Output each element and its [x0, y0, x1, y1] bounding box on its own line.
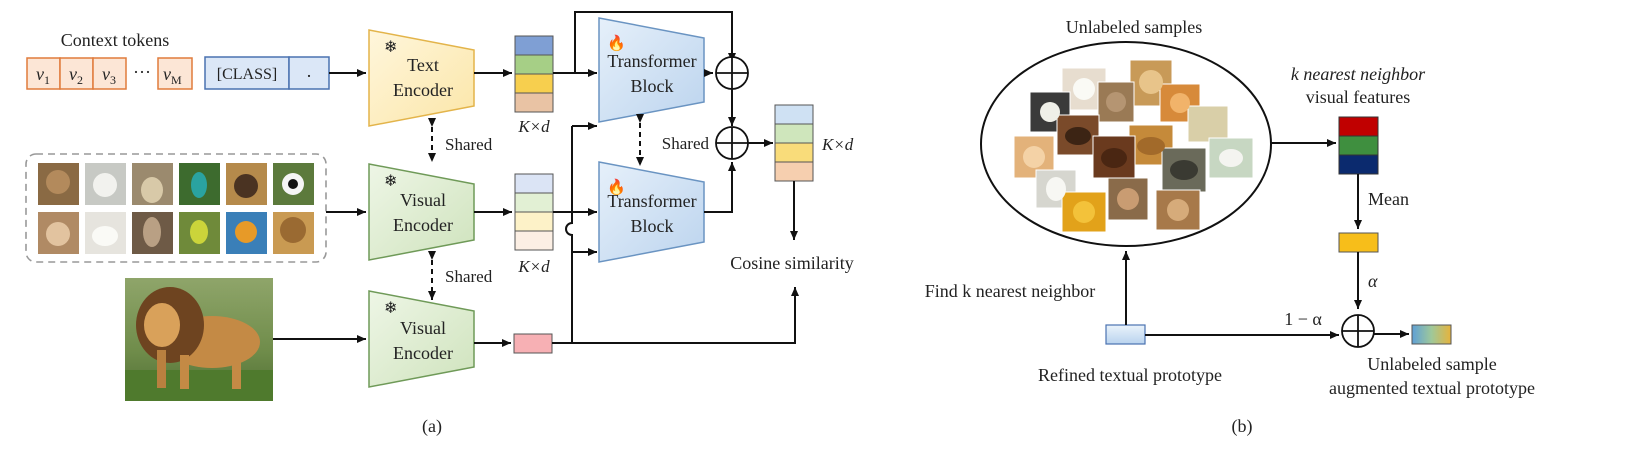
knn-features-label-1: k nearest neighbor	[1291, 64, 1426, 84]
transformer-top-label-2: Block	[631, 76, 674, 96]
query-feature-box	[513, 333, 553, 354]
caption-a: (a)	[422, 416, 442, 437]
panel-a: Context tokens v1 v2 v3 ··· vM [CLASS] .…	[25, 11, 854, 437]
snowflake-icon: ❄	[384, 39, 397, 56]
transformer-bottom-label-1: Transformer	[607, 191, 696, 211]
sum-node-b	[1341, 314, 1375, 348]
token-3-label: v3	[102, 64, 116, 87]
kxd-label-text: K×d	[517, 117, 550, 136]
residual-skip-line	[574, 11, 736, 73]
knn-features-label-2: visual features	[1306, 87, 1410, 107]
shared-label-2: Shared	[445, 267, 493, 286]
kxd-label-visual: K×d	[517, 257, 550, 276]
token-2-label: v2	[69, 64, 83, 87]
fire-icon: 🔥	[607, 178, 626, 196]
support-image-grid	[38, 163, 314, 254]
panel-b: Unlabeled samples	[925, 17, 1535, 437]
one-minus-alpha-label: 1 − α	[1284, 309, 1322, 329]
period-token-box	[288, 56, 330, 90]
visual-encoder-top-label-1: Visual	[400, 190, 446, 210]
class-token-label: [CLASS]	[217, 66, 277, 83]
transformer-bottom-label-2: Block	[631, 216, 674, 236]
caption-b: (b)	[1232, 416, 1253, 437]
visual-feature-stack	[514, 173, 554, 251]
period-token-label: .	[307, 61, 312, 81]
token-m-label: vM	[163, 64, 182, 87]
arrow-query-to-cosine	[552, 287, 799, 344]
unlabeled-samples-label: Unlabeled samples	[1066, 17, 1202, 37]
mean-label: Mean	[1368, 189, 1409, 209]
snowflake-icon: ❄	[384, 300, 397, 317]
find-knn-label: Find k nearest neighbor	[925, 281, 1095, 301]
query-bridge-crossing	[565, 126, 573, 240]
visual-encoder-bottom-label-1: Visual	[400, 318, 446, 338]
augmented-prototype-box	[1411, 324, 1452, 345]
transformer-block-top	[598, 17, 705, 123]
output-prototype-stack	[774, 104, 814, 182]
visual-encoder-bottom-block	[368, 290, 475, 388]
cosine-similarity-label: Cosine similarity	[730, 253, 854, 273]
token-box-m	[157, 57, 193, 90]
fire-icon: 🔥	[607, 34, 626, 52]
transformer-block-bottom	[598, 161, 705, 263]
token-box-3	[92, 57, 127, 90]
context-token-boxes: v1 v2 v3 ··· vM	[26, 57, 193, 90]
text-encoder-label-1: Text	[407, 55, 439, 75]
context-tokens-label: Context tokens	[61, 30, 170, 50]
class-token-box	[204, 56, 290, 90]
token-ellipsis: ···	[133, 62, 151, 82]
text-encoder-label-2: Encoder	[393, 80, 453, 100]
alpha-label: α	[1368, 271, 1378, 291]
support-images-frame	[25, 153, 327, 263]
refined-prototype-box	[1105, 324, 1146, 345]
visual-encoder-top-label-2: Encoder	[393, 215, 453, 235]
mean-feature-box	[1338, 232, 1379, 253]
sum-node-top	[715, 56, 749, 90]
snowflake-icon: ❄	[384, 173, 397, 190]
arrow-transformer-bottom-to-sum	[704, 162, 736, 213]
shared-label-1: Shared	[445, 135, 493, 154]
query-lion-image	[125, 278, 273, 401]
augmented-label-2: augmented textual prototype	[1329, 378, 1535, 398]
text-feature-stack	[514, 35, 554, 113]
visual-encoder-top-block	[368, 163, 475, 261]
transformer-top-label-1: Transformer	[607, 51, 696, 71]
token-box-1	[26, 57, 61, 90]
visual-encoder-bottom-label-2: Encoder	[393, 343, 453, 363]
kxd-label-output: K×d	[821, 135, 854, 154]
augmented-label-1: Unlabeled sample	[1367, 354, 1496, 374]
token-1-label: v1	[36, 64, 50, 87]
shared-label-3: Shared	[662, 134, 710, 153]
token-box-2	[59, 57, 94, 90]
knn-feature-stack	[1338, 116, 1379, 175]
text-encoder-block	[368, 29, 475, 127]
sum-node-middle	[715, 126, 749, 160]
refined-prototype-label: Refined textual prototype	[1038, 365, 1222, 385]
unlabeled-image-collage	[1013, 59, 1254, 233]
